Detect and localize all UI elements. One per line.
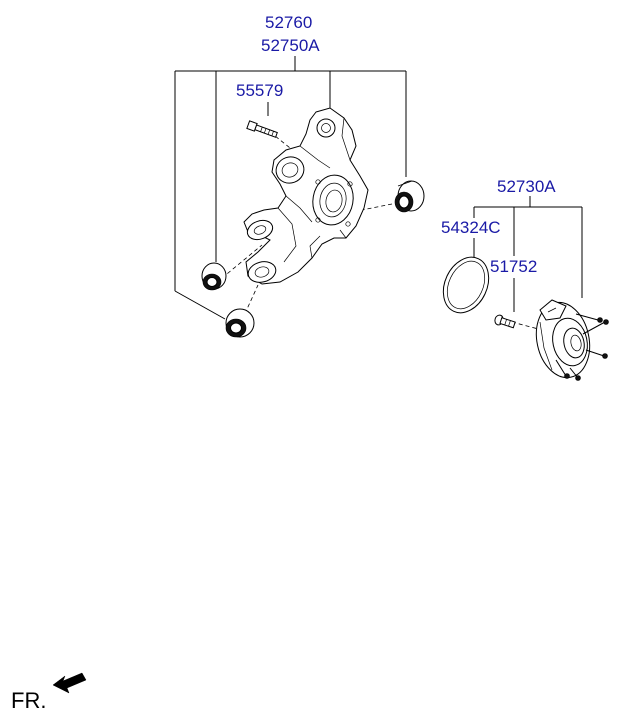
bushing-middle[interactable] bbox=[201, 262, 227, 291]
hub-assembly-52730a[interactable] bbox=[530, 297, 609, 382]
label-52730a[interactable]: 52730A bbox=[497, 177, 556, 196]
bolt-55579[interactable] bbox=[246, 120, 278, 139]
o-ring-54324c[interactable] bbox=[435, 250, 498, 320]
bushing-lower[interactable] bbox=[225, 308, 255, 338]
knuckle-leader-lines bbox=[174, 56, 407, 320]
wheel-studs bbox=[555, 313, 609, 381]
label-52750a[interactable]: 52750A bbox=[261, 36, 320, 55]
label-52760[interactable]: 52760 bbox=[265, 13, 312, 32]
front-arrow-icon bbox=[52, 672, 87, 694]
rear-knuckle[interactable] bbox=[243, 107, 369, 285]
fr-label: FR. bbox=[11, 688, 46, 713]
label-55579[interactable]: 55579 bbox=[236, 81, 283, 100]
front-direction-indicator: FR. bbox=[11, 672, 87, 713]
label-54324c[interactable]: 54324C bbox=[441, 218, 501, 237]
bushing-right[interactable] bbox=[394, 180, 425, 213]
label-51752[interactable]: 51752 bbox=[490, 257, 537, 276]
hub-bolt-51752[interactable] bbox=[494, 314, 516, 330]
hub-leader-lines bbox=[473, 196, 583, 312]
